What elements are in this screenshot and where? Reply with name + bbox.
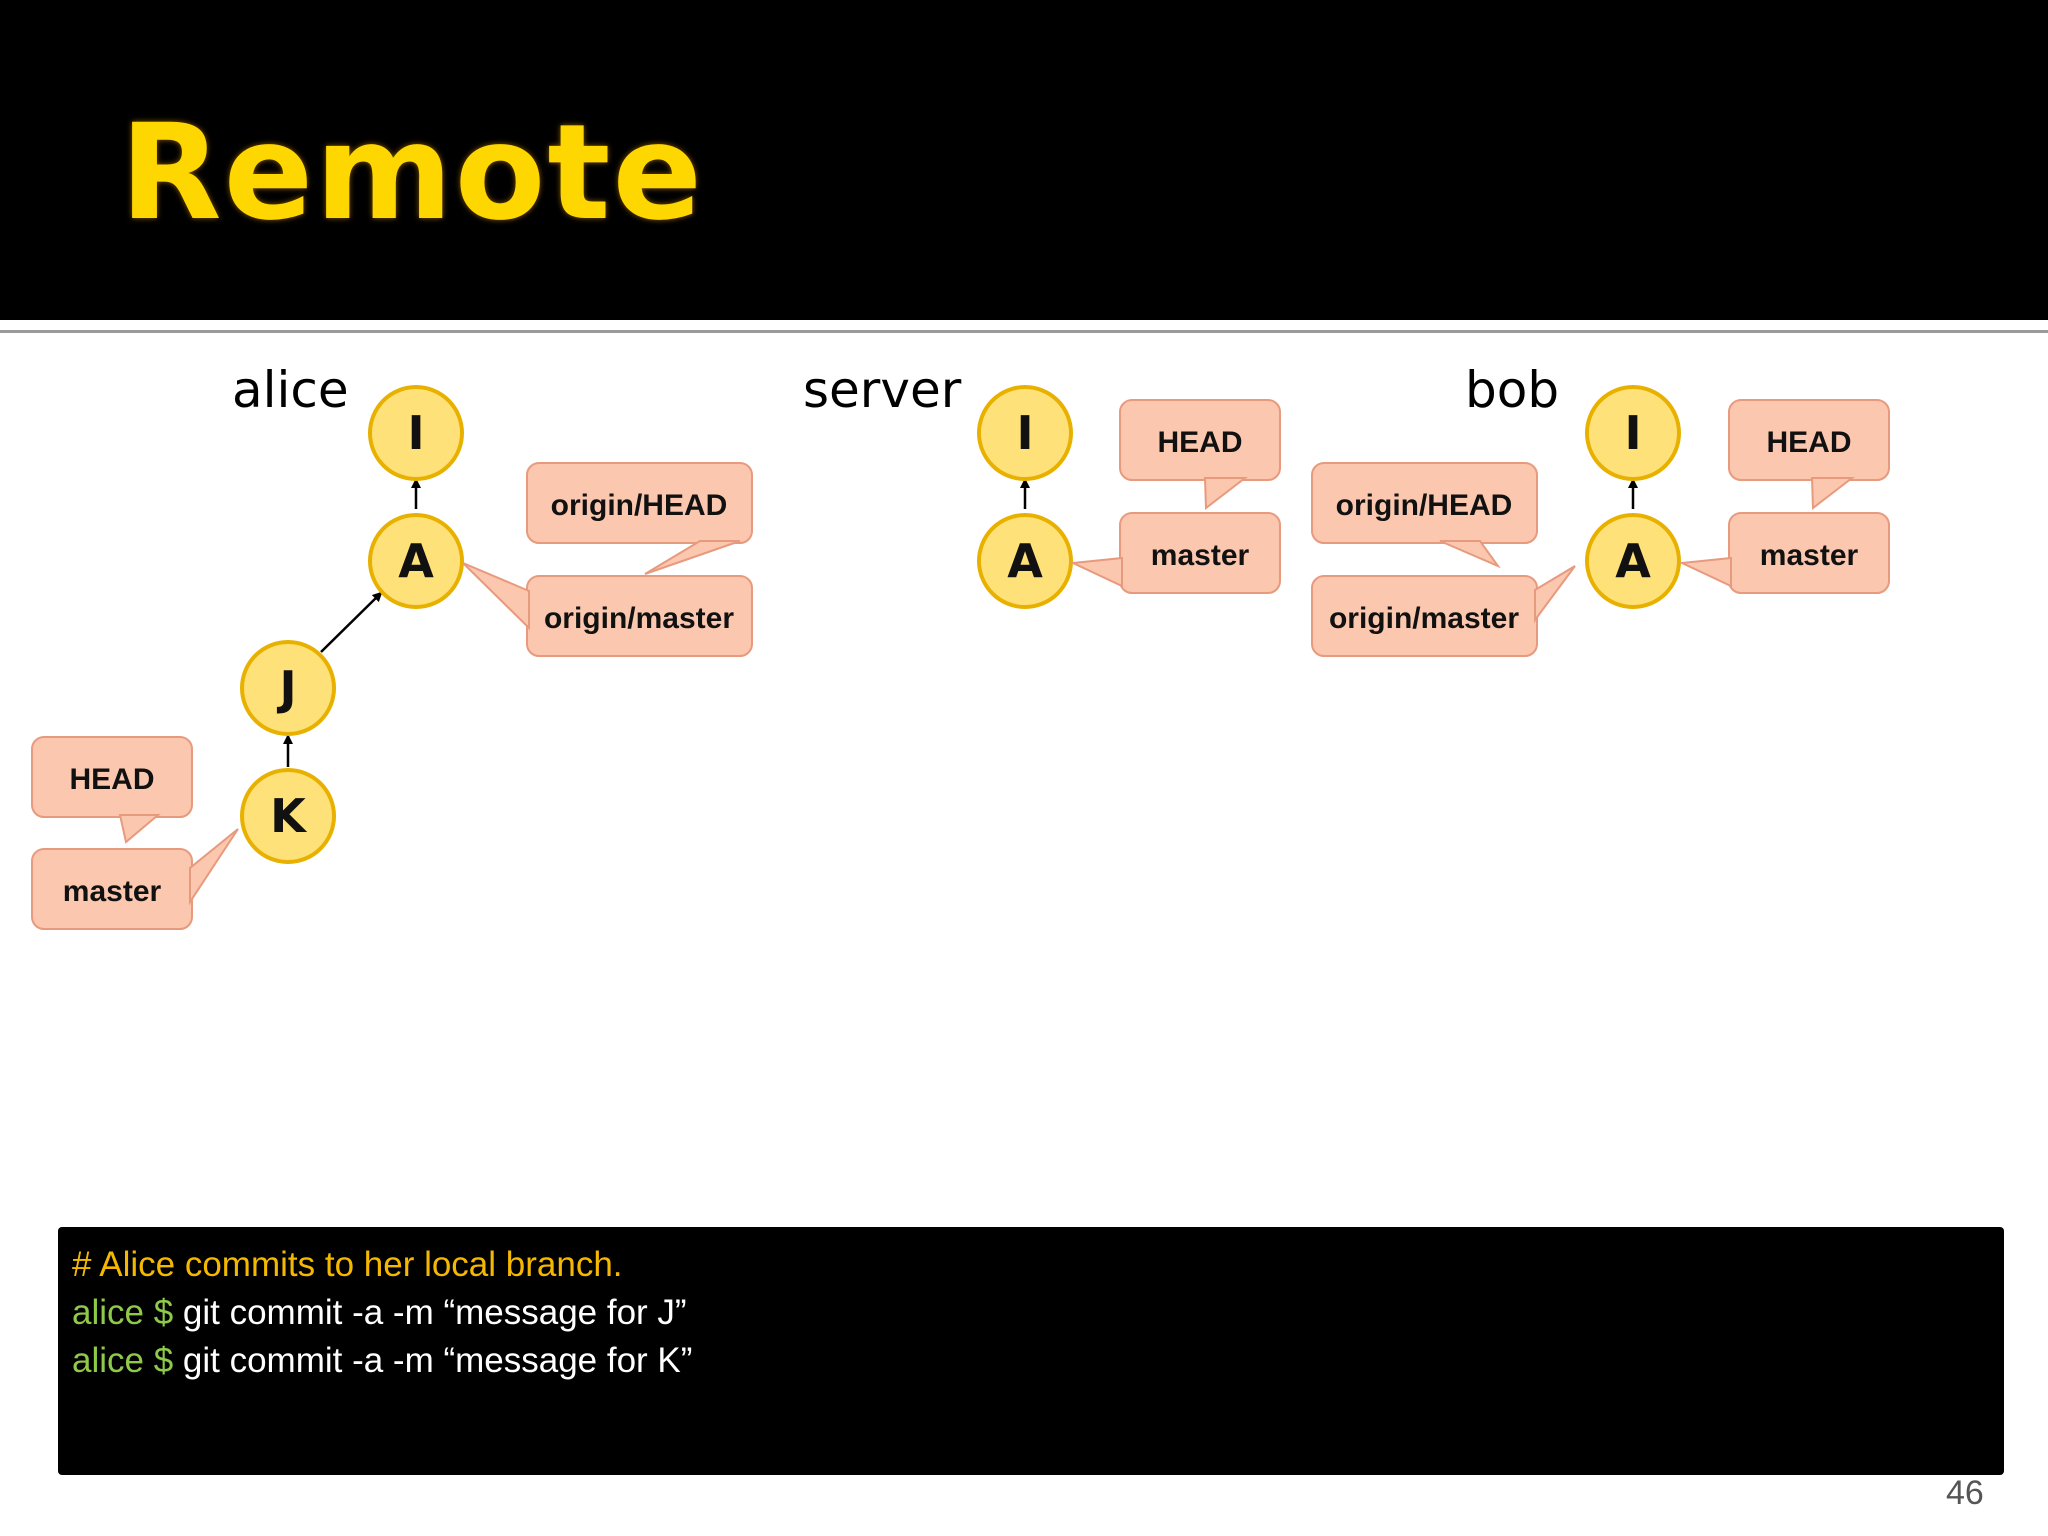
terminal-line: alice $ git commit -a -m “message for K”: [72, 1337, 1990, 1385]
ref-label: HEAD: [69, 763, 154, 796]
terminal-command: git commit -a -m “message for J”: [173, 1293, 687, 1332]
commit-label: J: [276, 661, 296, 715]
terminal-prompt: alice $: [72, 1293, 174, 1332]
terminal-comment: # Alice commits to her local branch.: [72, 1245, 623, 1284]
commit-node: I: [368, 385, 464, 481]
ref-bubble: HEAD: [1728, 399, 1890, 510]
ref-bubble: origin/master: [1311, 565, 1576, 657]
title-bar: Remote: [0, 0, 2048, 320]
commit-label: K: [270, 789, 308, 843]
commit-node: A: [368, 513, 464, 609]
ref-label: HEAD: [1157, 426, 1242, 459]
ref-bubble: master: [1678, 512, 1890, 594]
ref-label: master: [1760, 539, 1859, 572]
commit-node: K: [240, 768, 336, 864]
terminal-command: git commit -a -m “message for K”: [173, 1341, 693, 1380]
ref-label: master: [63, 875, 162, 908]
commit-label: I: [1624, 406, 1641, 460]
commit-node: I: [977, 385, 1073, 481]
terminal-panel: # Alice commits to her local branch. ali…: [58, 1227, 2004, 1475]
ref-bubble: HEAD: [31, 736, 193, 844]
terminal-prompt: alice $: [72, 1341, 174, 1380]
commit-label: A: [1615, 534, 1651, 588]
repo-label-bob: bob: [1465, 361, 1559, 419]
ref-bubble: origin/HEAD: [1311, 462, 1538, 569]
commit-label: I: [1016, 406, 1033, 460]
commit-label: I: [407, 406, 424, 460]
ref-label: origin/master: [1329, 602, 1519, 635]
commit-node: I: [1585, 385, 1681, 481]
ref-bubble: HEAD: [1119, 399, 1281, 510]
ref-label: origin/master: [544, 602, 734, 635]
ref-bubble: origin/HEAD: [526, 462, 753, 575]
commit-node: A: [1585, 513, 1681, 609]
ref-label: origin/HEAD: [1336, 489, 1513, 522]
commit-node: A: [977, 513, 1073, 609]
ref-label: HEAD: [1766, 426, 1851, 459]
repo-label-server: server: [803, 361, 962, 419]
parent-arrow: [320, 591, 383, 653]
ref-bubble: master: [31, 828, 239, 930]
commit-label: A: [398, 534, 434, 588]
terminal-line: alice $ git commit -a -m “message for J”: [72, 1289, 1990, 1337]
commit-node: J: [240, 640, 336, 736]
ref-label: master: [1151, 539, 1250, 572]
ref-label: origin/HEAD: [551, 489, 728, 522]
slide-title: Remote: [120, 96, 705, 250]
page-number: 46: [1946, 1474, 1984, 1512]
commit-label: A: [1007, 534, 1043, 588]
repo-label-alice: alice: [232, 361, 349, 419]
ref-bubble: master: [1069, 512, 1281, 594]
ref-bubble: origin/master: [462, 562, 753, 657]
title-divider: [0, 330, 2048, 333]
